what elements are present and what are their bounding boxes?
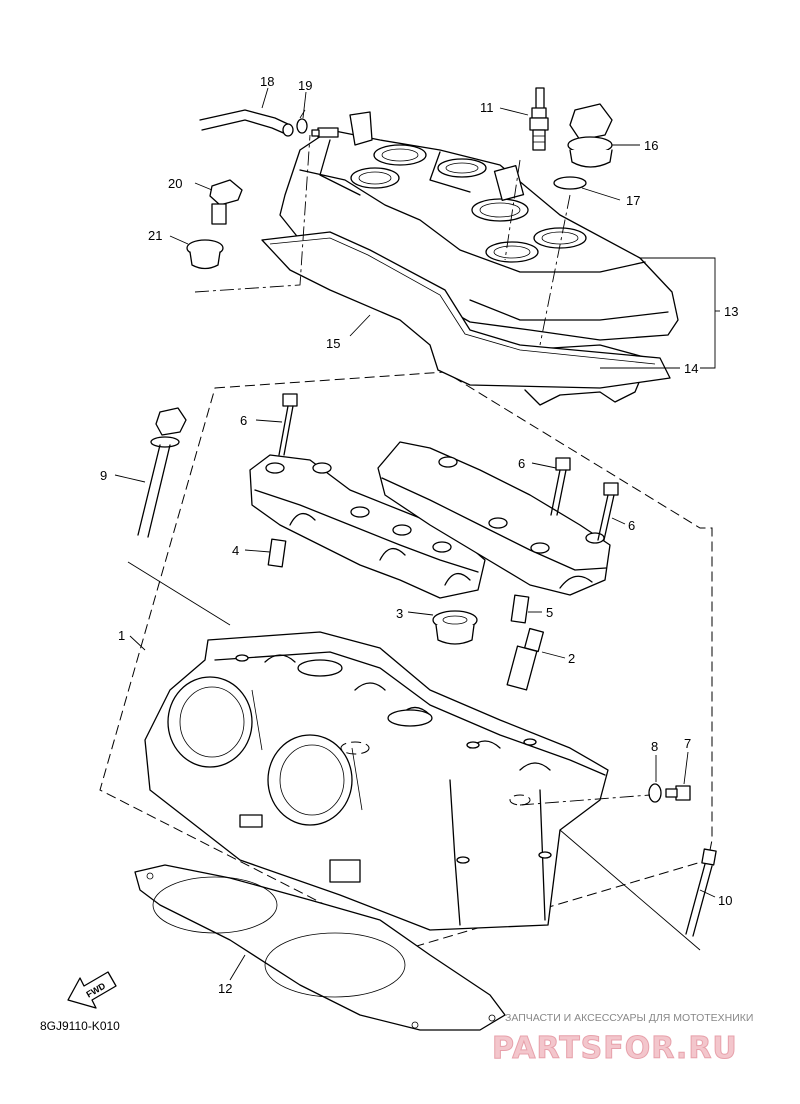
oil-filler-cap xyxy=(567,103,613,168)
stud-bolt xyxy=(685,848,717,937)
callout-labels: 18 19 11 16 17 20 21 13 14 15 6 6 6 9 4 … xyxy=(100,74,738,996)
callout-17: 17 xyxy=(626,193,640,208)
callout-6c: 6 xyxy=(628,518,635,533)
assembly-envelope xyxy=(99,371,713,949)
callout-21: 21 xyxy=(148,228,162,243)
callout-5: 5 xyxy=(546,605,553,620)
fwd-arrow-icon: FWD xyxy=(67,971,117,1009)
callout-9: 9 xyxy=(100,468,107,483)
callout-6b: 6 xyxy=(518,456,525,471)
access-plug xyxy=(432,610,478,645)
dowel-pin-b xyxy=(510,594,530,624)
cap-bolt-c xyxy=(597,482,619,541)
callout-19: 19 xyxy=(298,78,312,93)
watermark-tagline: ЗАПЧАСТИ И АКСЕССУАРЫ ДЛЯ МОТОТЕХНИКИ xyxy=(505,1012,753,1024)
dowel-pin-a xyxy=(267,538,287,568)
callout-16: 16 xyxy=(644,138,658,153)
callout-2: 2 xyxy=(568,651,575,666)
callout-18: 18 xyxy=(260,74,274,89)
cap-bolt-b xyxy=(550,457,571,516)
watermark-brand: PARTSFOR.RU xyxy=(492,1031,738,1066)
valve-guide xyxy=(506,627,544,691)
head-bolt xyxy=(137,407,187,538)
breather-hose xyxy=(199,109,294,137)
callout-20: 20 xyxy=(168,176,182,191)
head-gasket xyxy=(134,864,506,1031)
hose-clip xyxy=(296,109,308,134)
cover-bolt xyxy=(209,179,243,225)
valve-cover xyxy=(279,111,679,341)
breather-nipple xyxy=(311,127,339,138)
callout-8: 8 xyxy=(651,739,658,754)
callout-15: 15 xyxy=(326,336,340,351)
cap-bolt-a xyxy=(278,393,298,456)
callout-11: 11 xyxy=(480,100,494,115)
filler-o-ring xyxy=(553,176,587,190)
cover-grommet xyxy=(186,239,224,270)
spark-plug xyxy=(529,87,549,151)
cylinder-head xyxy=(144,631,609,931)
callout-7: 7 xyxy=(684,736,691,751)
sealing-washer xyxy=(648,783,662,803)
callout-6a: 6 xyxy=(240,413,247,428)
callout-13: 13 xyxy=(724,304,738,319)
callout-10: 10 xyxy=(718,893,732,908)
callout-12: 12 xyxy=(218,981,232,996)
callout-14: 14 xyxy=(684,361,698,376)
callout-4: 4 xyxy=(232,543,239,558)
callout-3: 3 xyxy=(396,606,403,621)
camshaft-cap-left xyxy=(249,454,486,599)
diagram-code: 8GJ9110-K010 xyxy=(40,1019,120,1033)
cover-gasket xyxy=(261,231,671,389)
leader-lines xyxy=(114,87,720,981)
drain-bolt xyxy=(665,785,691,801)
callout-1: 1 xyxy=(118,628,125,643)
